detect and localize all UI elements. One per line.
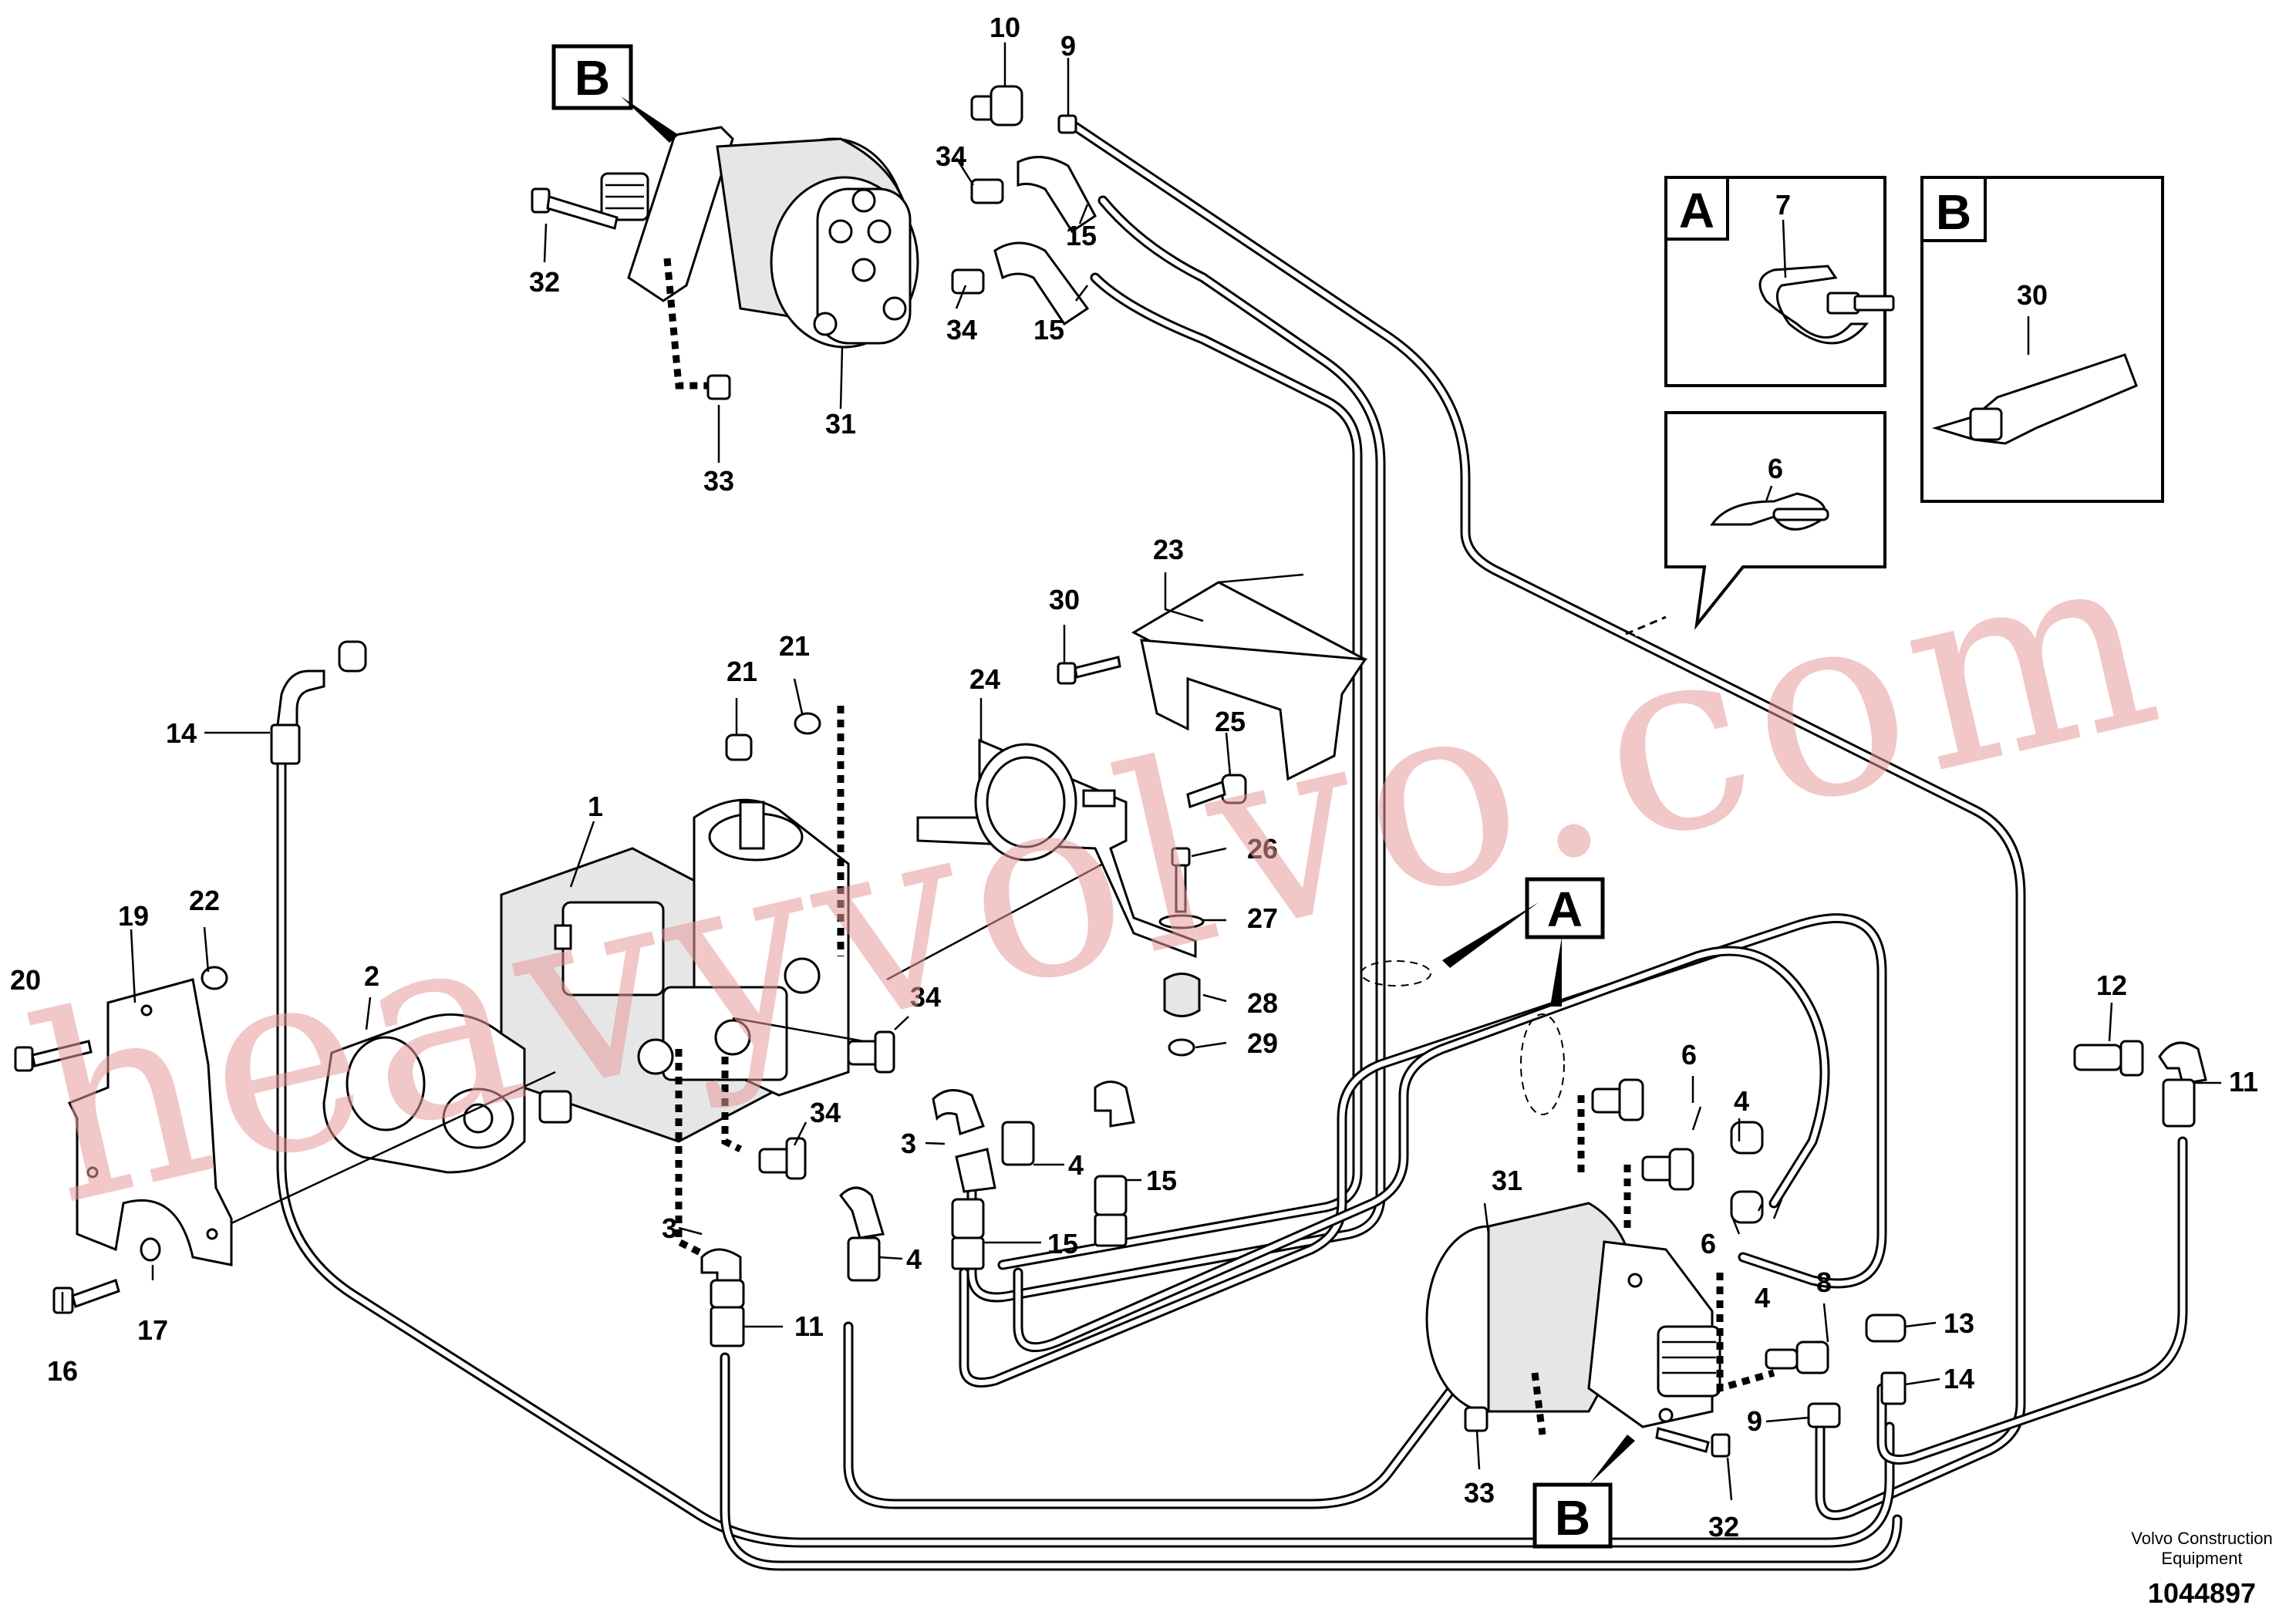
callout-7: 7 (1775, 189, 1791, 221)
callout-33-bottom: 33 (1464, 1477, 1495, 1509)
bolts-24-29 (1057, 656, 1247, 1057)
callout-2: 2 (364, 960, 379, 992)
callout-31-top: 31 (825, 408, 856, 440)
callout-31-bottom: 31 (1492, 1165, 1522, 1196)
pump-assembly (322, 798, 850, 1174)
callout-6-b: 6 (1701, 1228, 1716, 1259)
callout-15-b: 15 (1033, 314, 1064, 346)
leader-lines (61, 42, 2221, 1501)
ref-a-mid (1442, 877, 1605, 1007)
callout-21-b: 22 (189, 885, 220, 916)
callout-4-d: 4 (1755, 1282, 1770, 1313)
callout-8: 8 (1816, 1266, 1832, 1298)
callout-20: 21 (779, 630, 810, 662)
ref-b-top (551, 44, 679, 143)
callout-11-left: 11 (794, 1310, 824, 1342)
hydraulic-motor-top (600, 126, 919, 349)
callout-3-a: 3 (901, 1128, 916, 1159)
ref-letter-b-bottom: B (1555, 1490, 1590, 1546)
hydraulic-motor-bottom (1425, 1202, 1721, 1428)
callout-33-top: 33 (703, 465, 734, 497)
detail-box-cable-tie (1664, 411, 1886, 630)
ref-letter-b-box: B (1936, 184, 1971, 240)
callout-34-a: 34 (936, 140, 966, 172)
callout-1: 1 (588, 791, 603, 822)
ref-b-bottom (1532, 1435, 1635, 1549)
callout-14-right: 14 (1944, 1363, 1974, 1394)
bracket-18 (67, 978, 233, 1266)
callout-4-a: 4 (1068, 1149, 1084, 1181)
fittings-right (2073, 1040, 2207, 1128)
ref-letter-b-top: B (575, 50, 610, 106)
bolts-left (14, 966, 228, 1314)
callout-11-right: 11 (2229, 1066, 2258, 1098)
bolt-32-top (531, 187, 619, 230)
cover-22 (1131, 573, 1368, 781)
nuts-20-21 (725, 712, 821, 761)
callout-14-left: 14 (166, 717, 197, 749)
callout-numbers: 10 9 34 15 34 15 32 31 33 23 30 24 21 21… (10, 12, 2258, 1543)
ref-letter-a-mid: A (1547, 882, 1583, 937)
callout-9-top: 9 (1060, 30, 1076, 62)
callout-16: 16 (47, 1355, 78, 1387)
callout-29: 30 (1049, 584, 1080, 615)
callout-34-d: 34 (810, 1097, 841, 1128)
callout-4-c: 4 (1734, 1085, 1749, 1117)
callout-17: 17 (137, 1314, 168, 1346)
callout-34-b: 34 (946, 314, 977, 346)
callout-15-d: 15 (1047, 1228, 1078, 1259)
callout-30: 30 (2017, 279, 2048, 311)
callout-15-a: 15 (1066, 220, 1097, 251)
callout-23: 24 (969, 663, 1000, 695)
callout-5: 6 (1768, 453, 1783, 484)
callout-26: 27 (1247, 902, 1278, 934)
footer-company-line2: Equipment (2161, 1549, 2242, 1568)
fittings-top (951, 85, 1097, 326)
callout-34-c: 34 (910, 981, 941, 1013)
hose-routing (276, 116, 2188, 1571)
callout-9-bottom: 9 (1747, 1405, 1762, 1437)
document-number: 1044897 (2148, 1577, 2256, 1609)
callout-6-a: 6 (1681, 1039, 1697, 1071)
fitting-cluster (700, 1030, 1135, 1347)
callout-3-b: 3 (662, 1212, 677, 1244)
detail-box-b-sealant (1920, 176, 2164, 503)
fitting-14-left (270, 640, 367, 765)
ref-letter-a-box: A (1679, 183, 1714, 238)
callout-12: 12 (2096, 969, 2127, 1001)
callout-32-bottom: 32 (1708, 1511, 1739, 1543)
callout-28: 29 (1247, 1027, 1278, 1059)
callout-18: 19 (118, 900, 149, 932)
callout-10: 10 (990, 12, 1020, 43)
callout-13: 13 (1944, 1307, 1974, 1339)
footer-company-line1: Volvo Construction (2131, 1529, 2272, 1548)
callout-25: 26 (1247, 833, 1278, 865)
callout-32-top: 32 (529, 266, 560, 298)
callout-24: 25 (1215, 706, 1246, 737)
callout-4-b: 4 (906, 1243, 922, 1275)
bracket-23 (916, 738, 1197, 959)
callout-27: 28 (1247, 987, 1278, 1019)
callout-21-a: 21 (727, 656, 757, 687)
callout-22: 23 (1153, 534, 1184, 565)
detail-box-a-clamp (1664, 176, 1895, 387)
watermark-text: heavyvolvo.com (8, 487, 2180, 1262)
callout-19: 20 (10, 964, 41, 996)
bottom-fittings (1464, 1078, 1907, 1458)
nut-33-top (706, 374, 731, 400)
callout-15-c: 15 (1146, 1165, 1177, 1196)
